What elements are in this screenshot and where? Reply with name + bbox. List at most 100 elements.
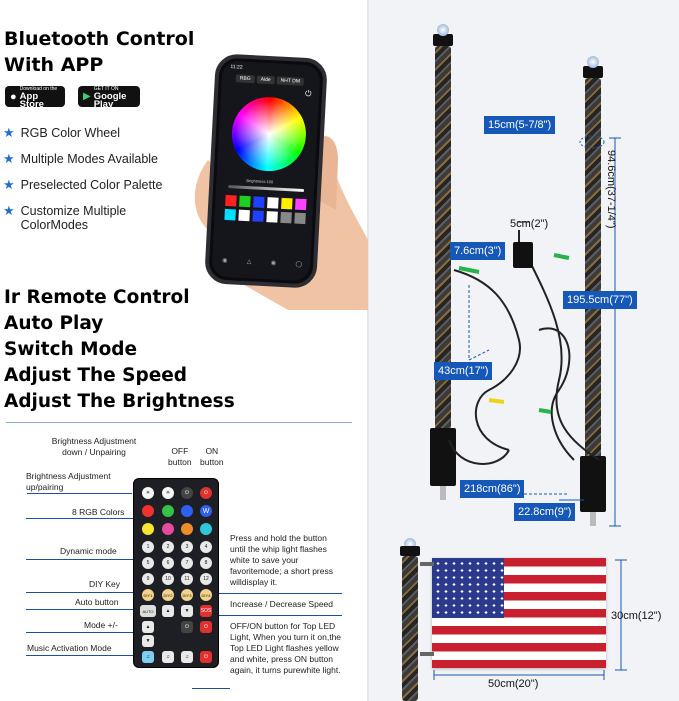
tab-rbg[interactable]: RBG <box>235 74 255 84</box>
color-button-red[interactable] <box>142 505 154 517</box>
mode-button-1[interactable]: 1 <box>142 541 154 553</box>
speed-down-button[interactable]: ▼ <box>181 605 193 617</box>
mic-icon[interactable]: ◉ <box>270 260 277 267</box>
palette-swatch[interactable] <box>294 212 306 225</box>
mode-button-5[interactable]: 5 <box>142 557 154 569</box>
color-button-cyan[interactable] <box>200 523 212 535</box>
remote-feature-item: Switch Mode <box>4 339 138 360</box>
phone-tabs: RBG Aide NHT DM <box>235 74 305 86</box>
diy-button-2[interactable]: DIY2 <box>162 589 174 601</box>
flag-pole <box>402 556 418 701</box>
palette-swatch[interactable] <box>238 209 250 222</box>
dim-218cm: 218cm(86") <box>460 480 525 498</box>
music-button-2[interactable]: ♫ <box>162 651 174 663</box>
dim-30cm: 30cm(12") <box>611 610 662 622</box>
label-diy-key: DIY Key <box>89 579 121 589</box>
flag-pole-cap <box>400 546 420 556</box>
palette-swatch[interactable] <box>266 211 278 223</box>
dim-195cm: 195.5cm(77") <box>563 291 637 309</box>
palette-swatch[interactable] <box>252 210 264 222</box>
tab-nhtdm[interactable]: NHT DM <box>276 76 305 86</box>
google-play-badge[interactable]: ▶ GET IT ON Google Play <box>78 85 140 110</box>
power-icon[interactable]: ⏻ <box>304 88 312 99</box>
star-icon: ★ <box>3 203 15 218</box>
app-store-badge[interactable]: ● Download on the App Store <box>5 86 65 110</box>
apple-icon: ● <box>10 90 17 103</box>
palette-swatch[interactable] <box>295 198 307 211</box>
star-icon: ★ <box>3 125 15 140</box>
mode-button-6[interactable]: 6 <box>162 557 174 569</box>
remote-feature-list: Ir Remote Control Auto Play Switch Mode … <box>4 285 264 415</box>
palette-swatch[interactable] <box>225 194 237 207</box>
mode-button-2[interactable]: 2 <box>162 541 174 553</box>
mode-button-10[interactable]: 10 <box>162 573 174 585</box>
palette-swatch[interactable] <box>224 208 236 221</box>
mode-down-button[interactable]: ▼ <box>142 635 154 647</box>
palette-swatch[interactable] <box>253 196 265 208</box>
color-button-white[interactable]: W <box>200 505 212 517</box>
section-divider <box>6 422 352 423</box>
feature-item: ★Multiple Modes Available <box>3 151 159 167</box>
sos-button[interactable]: SOS <box>200 605 212 617</box>
brightness-up-button[interactable]: ☀ <box>162 487 174 499</box>
phone-bottom-bar: ◉ △ ◉ ◯ <box>222 257 302 271</box>
mode-button-3[interactable]: 3 <box>181 541 193 553</box>
panel-divider <box>367 0 369 701</box>
color-wheel[interactable] <box>230 95 308 173</box>
palette-swatch[interactable] <box>281 197 293 210</box>
label-dynamic-mode: Dynamic mode <box>60 546 117 556</box>
palette-swatch[interactable] <box>267 197 279 209</box>
pole-right-bolt <box>590 512 596 526</box>
speed-up-button[interactable]: ▲ <box>162 605 174 617</box>
leader-line <box>218 593 342 594</box>
music-button-3[interactable]: ♫ <box>181 651 193 663</box>
mode-button-12[interactable]: 12 <box>200 573 212 585</box>
leader-line <box>218 615 342 616</box>
color-button-orange[interactable] <box>181 523 193 535</box>
google-play-big: Google Play <box>93 90 127 110</box>
star-icon: ★ <box>3 177 15 192</box>
palette-icon[interactable]: ◉ <box>222 257 228 265</box>
brightness-slider[interactable] <box>228 185 305 193</box>
label-off-button: OFF button <box>168 446 192 467</box>
music-button-4[interactable]: ⏻ <box>200 651 212 663</box>
whip-light-right <box>585 78 601 460</box>
on-button[interactable]: ⏻ <box>200 487 212 499</box>
feature-item: ★Preselected Color Palette <box>3 177 163 193</box>
mode-button-7[interactable]: 7 <box>181 557 193 569</box>
label-top-led: OFF/ON button for Top LED Light, When yo… <box>230 621 342 675</box>
wiring-diagram <box>433 135 627 680</box>
brightness-down-button[interactable]: ☀ <box>142 487 154 499</box>
color-button-blue[interactable] <box>181 505 193 517</box>
top-led-on-button[interactable]: ⏻ <box>200 621 212 633</box>
brightness-label: Brightness:100 <box>246 177 274 185</box>
color-button-yellow[interactable] <box>142 523 154 535</box>
diy-button-4[interactable]: DIY4 <box>200 589 212 601</box>
feature-item: ★RGB Color Wheel <box>3 125 120 141</box>
mode-button-9[interactable]: 9 <box>142 573 154 585</box>
timer-icon[interactable]: ◯ <box>295 261 303 269</box>
phone: 11:22 RBG Aide NHT DM ⏻ Brightness:100 ◉… <box>204 53 328 289</box>
dim-22cm: 22.8cm(9") <box>514 503 576 521</box>
whip-light-left <box>435 46 451 430</box>
mode-button-11[interactable]: 11 <box>181 573 193 585</box>
app-store-big: App Store <box>19 90 44 110</box>
auto-button[interactable]: AUTO <box>140 605 156 617</box>
mode-button-8[interactable]: 8 <box>200 557 212 569</box>
google-play-small: GET IT ON <box>93 85 119 92</box>
mode-up-button[interactable]: ▲ <box>142 621 154 633</box>
palette-swatch[interactable] <box>239 195 251 208</box>
music-button[interactable]: ♫ <box>142 651 154 663</box>
label-speed: Increase / Decrease Speed <box>230 599 334 609</box>
pole-right-dome <box>587 56 599 68</box>
mode-button-4[interactable]: 4 <box>200 541 212 553</box>
diy-button-3[interactable]: DIY3 <box>181 589 193 601</box>
mode-icon[interactable]: △ <box>246 259 252 266</box>
off-button[interactable]: ⏻ <box>181 487 193 499</box>
color-button-pink[interactable] <box>162 523 174 535</box>
diy-button-1[interactable]: DIY1 <box>142 589 154 601</box>
color-button-green[interactable] <box>162 505 174 517</box>
palette-swatch[interactable] <box>280 211 292 224</box>
tab-aide[interactable]: Aide <box>256 75 275 85</box>
top-led-off-button[interactable]: ⏻ <box>181 621 193 633</box>
